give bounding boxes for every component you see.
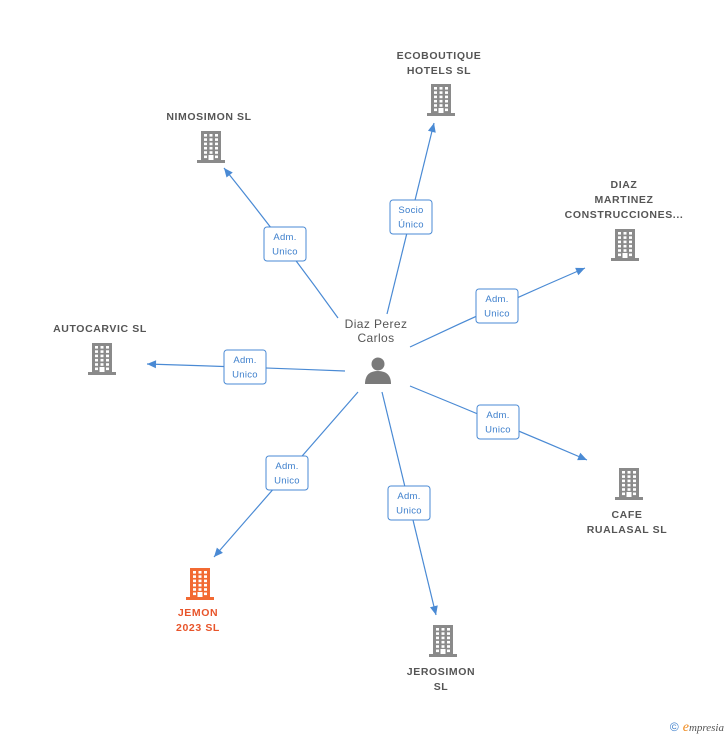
company-name-line: NIMOSIMON SL [166,111,251,123]
relation-text: Adm. [486,410,509,421]
edges [146,122,588,616]
person-name-line: Diaz Perez [345,317,408,331]
company-name-line: HOTELS SL [407,65,471,77]
relation-label-diaz-martinez[interactable]: Adm. Unico [475,288,519,324]
building-icon-autocarvic[interactable] [88,343,116,375]
person-name-line: Carlos [357,331,394,345]
company-name-line: CONSTRUCCIONES... [565,209,684,221]
relation-label-autocarvic[interactable]: Adm. Unico [223,349,267,385]
brand-initial: e [682,720,689,735]
relation-text: Unico [274,476,300,487]
relation-text: Adm. [397,491,420,502]
relation-text: Unico [396,506,422,517]
company-name-line: CAFE [612,509,643,521]
arrow-head [577,452,587,461]
building-icon-nimosimon[interactable] [197,131,225,163]
building-icon-ecoboutique[interactable] [427,84,455,116]
arrow-head [214,547,223,557]
building-icon-jemon[interactable] [186,568,214,600]
company-label-autocarvic[interactable]: AUTOCARVIC SL [53,323,147,335]
relation-text: Adm. [275,461,298,472]
company-name-line: DIAZ [611,179,638,191]
person-icon [365,357,391,384]
company-name-line: SL [434,681,449,693]
nodes: ECOBOUTIQUE HOTELS SL NIMOSIMON SL DIAZ MART… [53,50,683,693]
relation-text: Adm. [233,355,256,366]
relation-text: Unico [272,247,298,258]
arrow-head [147,360,157,369]
relation-label-nimosimon[interactable]: Adm. Unico [263,226,307,262]
company-name-line: JEROSIMON [407,666,475,678]
company-label-diaz-martinez[interactable]: DIAZ MARTINEZ CONSTRUCCIONES... [565,179,684,221]
copyright-symbol: © [669,720,679,734]
relation-label-jemon[interactable]: Adm. Unico [265,455,309,491]
relation-text: Único [398,220,424,231]
relation-text: Unico [485,425,511,436]
relation-text: Unico [232,370,258,381]
relation-text: Unico [484,309,510,320]
building-icon-jerosimon[interactable] [429,625,457,657]
relation-text: Adm. [273,232,296,243]
arrow-head [427,123,436,133]
building-icon-diaz-martinez[interactable] [611,229,639,261]
building-icon-cafe-rualasal[interactable] [615,468,643,500]
company-label-nimosimon[interactable]: NIMOSIMON SL [166,111,251,123]
relation-label-cafe-rualasal[interactable]: Adm. Unico [476,404,520,440]
company-name-line: RUALASAL SL [587,524,668,536]
relation-labels: SocioÚnicoAdm.UnicoAdm.UnicoAdm.UnicoAdm… [223,199,520,521]
arrow-head [430,605,438,615]
arrow-head [575,267,585,276]
company-name-line: JEMON [178,607,218,619]
company-label-cafe-rualasal[interactable]: CAFE RUALASAL SL [587,509,668,536]
company-name-line: AUTOCARVIC SL [53,323,147,335]
relation-label-jerosimon[interactable]: Adm. Unico [387,485,431,521]
company-label-ecoboutique[interactable]: ECOBOUTIQUE HOTELS SL [397,50,482,77]
company-label-jemon[interactable]: JEMON 2023 SL [176,607,220,634]
company-name-line: MARTINEZ [594,194,653,206]
arrow-head [224,168,233,178]
company-label-jerosimon[interactable]: JEROSIMON SL [407,666,475,693]
company-name-line: ECOBOUTIQUE [397,50,482,62]
relation-text: Adm. [485,294,508,305]
company-name-line: 2023 SL [176,622,220,634]
relation-text: Socio [398,205,423,216]
brand-name: mpresia [688,722,724,734]
footer-brand: ©empresia [670,720,724,736]
